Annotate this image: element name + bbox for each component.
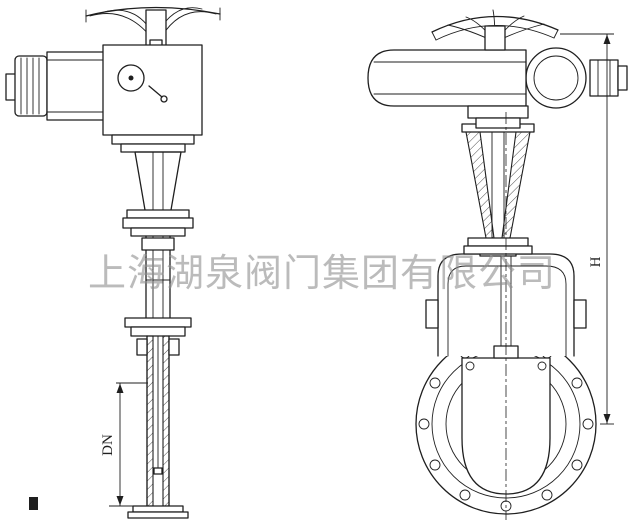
right-view: H [367, 9, 628, 520]
h-dimension: H [560, 33, 614, 425]
actuator-front [367, 47, 628, 129]
print-artifact [29, 497, 38, 510]
gearbox-side [102, 44, 203, 153]
upper-flange-side [122, 209, 194, 237]
mid-column-side [141, 235, 175, 319]
handwheel-side-icon [85, 6, 221, 49]
motor-side [5, 51, 106, 121]
dn-label: DN [100, 434, 116, 456]
left-view: DN [5, 6, 221, 519]
lower-flange-side [124, 317, 192, 337]
dn-dimension: DN [100, 382, 150, 507]
yoke-side [134, 151, 182, 211]
h-label: H [588, 256, 604, 267]
valve-body-side [127, 335, 189, 519]
watermark-text: 上海湖泉阀门集团有限公司 [88, 251, 556, 295]
yoke-front [461, 123, 535, 255]
handwheel-front-icon [431, 9, 559, 51]
